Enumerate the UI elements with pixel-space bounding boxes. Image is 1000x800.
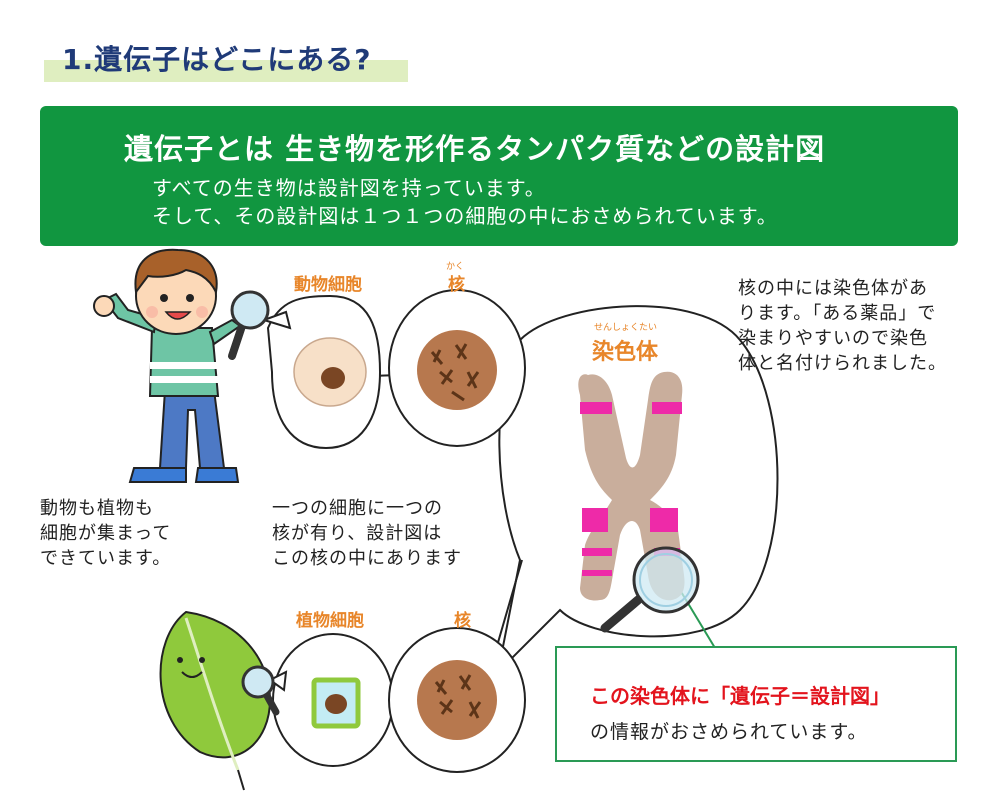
leaf-illustration [159,610,280,791]
definition-banner [40,106,958,246]
banner-heading: 遺伝子とは 生き物を形作るタンパク質などの設計図 [124,132,826,166]
title-highlight [44,60,408,82]
label-chromosome: 染色体 [592,340,659,365]
chromosome [578,371,685,601]
banner-line-2: そして、その設計図は１つ１つの細胞の中におさめられています。 [152,204,778,228]
label-nucleus-bottom: 核 [454,611,471,631]
text-left: 動物も植物も 細胞が集まって できています。 [40,496,171,571]
text-right: 核の中には染色体があ ります。「ある薬品」で 染まりやすいので染色 体と名付けら… [738,276,947,376]
banner-line-1: すべての生き物は設計図を持っています。 [152,176,546,200]
ruby-chromosome: せんしょくたい [594,323,658,333]
label-animal-cell: 動物細胞 [294,275,362,295]
label-plant-cell: 植物細胞 [296,611,364,631]
nucleus-top-bubble [388,289,526,447]
text-middle-line: この核の中にあります [272,548,462,569]
text-left-line: 細胞が集まって [40,523,172,544]
note-heading: この染色体に「遺伝子＝設計図」 [590,684,890,708]
label-nucleus-top: 核 [448,275,465,295]
text-middle-line: 核が有り、設計図は [272,523,443,544]
magnifier-chromosome [600,546,700,633]
gene-note-box [555,646,957,762]
text-right-line: ります。「ある薬品」で [738,303,937,324]
nucleus-bottom-bubble [388,627,526,773]
boy-illustration [93,248,270,483]
page-title: 1.遺伝子はどこにある? [62,43,372,76]
text-right-line: 染まりやすいので染色 [738,328,928,349]
text-right-line: 体と名付けられました。 [738,353,947,374]
plant-cell-bubble [268,633,394,767]
text-right-line: 核の中には染色体があ [738,278,928,299]
animal-cell-bubble [260,294,382,450]
text-middle-line: 一つの細胞に一つの [272,498,443,519]
text-left-line: できています。 [40,548,172,569]
text-middle: 一つの細胞に一つの 核が有り、設計図は この核の中にあります [272,496,462,571]
ruby-nucleus-top: かく [446,262,465,272]
note-body: の情報がおさめられています。 [590,721,868,743]
text-left-line: 動物も植物も [40,498,154,519]
